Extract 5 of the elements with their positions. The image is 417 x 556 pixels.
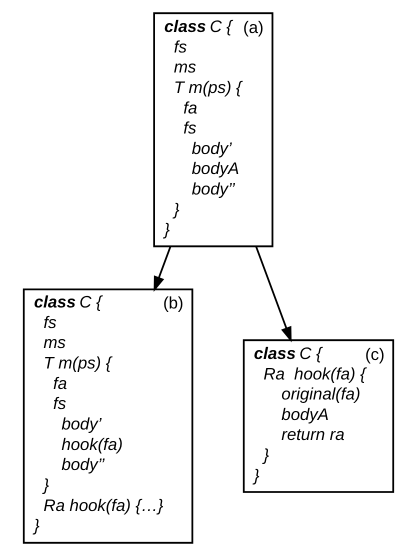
node-box: class C { (c) Ra hook(fa) { original(fa) bodyA return ra } } xyxy=(242,339,394,493)
arrow xyxy=(154,246,172,292)
arrow xyxy=(255,246,292,342)
node-box: class C { (b) fs ms T m(ps) { fa fs body’ hook(fa) body’’ } Ra hook(fa) {…} } xyxy=(22,288,194,544)
node-box: class C { (a) fs ms T m(ps) { fa fs body’ bodyA body’’ } } xyxy=(153,12,274,248)
